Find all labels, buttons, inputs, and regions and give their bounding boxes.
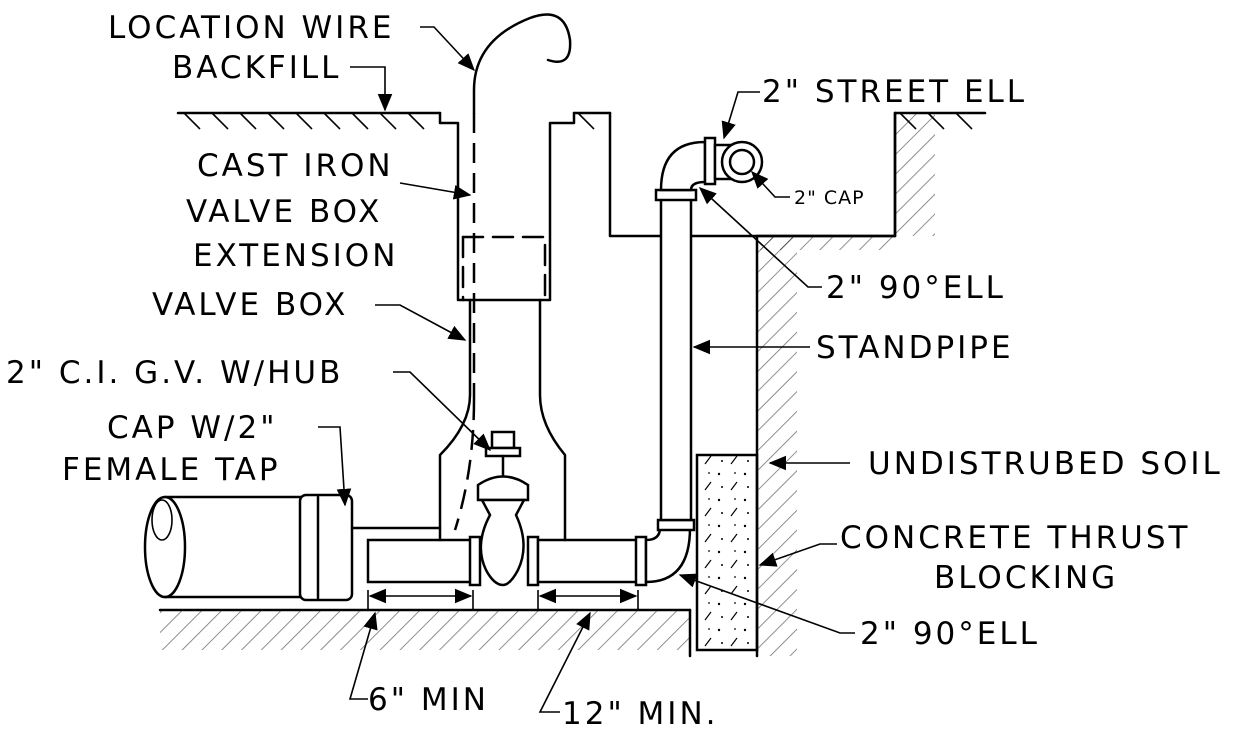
two-inch-supply-pipe bbox=[350, 526, 482, 587]
label-cap-2: FEMALE TAP bbox=[62, 452, 281, 488]
lower-ninety-ell bbox=[644, 526, 692, 584]
location-wire bbox=[453, 13, 572, 531]
label-location-wire: LOCATION WIRE bbox=[108, 10, 394, 46]
valve-box bbox=[438, 235, 567, 542]
street-ell-and-cap bbox=[713, 140, 764, 184]
main-pipe bbox=[143, 493, 354, 602]
label-thrust-1: CONCRETE THRUST bbox=[840, 520, 1190, 556]
label-backfill: BACKFILL bbox=[172, 50, 341, 86]
label-cast-iron-3: EXTENSION bbox=[193, 238, 398, 274]
label-twelve-inch-min: 12" MIN. bbox=[562, 696, 719, 732]
labels: LOCATION WIRE BACKFILL CAST IRON VALVE B… bbox=[6, 10, 1223, 732]
label-cast-iron-1: CAST IRON bbox=[197, 148, 394, 184]
upper-ninety-ell bbox=[659, 136, 717, 192]
ground-surface bbox=[176, 111, 987, 130]
label-cap-1: CAP W/2" bbox=[107, 410, 277, 446]
concrete-thrust-block bbox=[695, 453, 759, 652]
cast-iron-valve-box-extension bbox=[438, 111, 576, 302]
label-undisturbed-soil: UNDISTRUBED SOIL bbox=[868, 446, 1223, 482]
gate-valve bbox=[476, 430, 540, 587]
label-six-inch-min: 6" MIN bbox=[368, 682, 489, 718]
standpipe bbox=[654, 188, 698, 532]
label-street-ell: 2" STREET ELL bbox=[762, 74, 1027, 110]
label-two-inch-cap: 2" CAP bbox=[794, 187, 865, 209]
label-cast-iron-2: VALVE BOX bbox=[186, 194, 382, 230]
dimension-lines bbox=[367, 588, 639, 610]
label-standpipe: STANDPIPE bbox=[816, 330, 1014, 366]
label-gate-valve: 2" C.I. G.V. W/HUB bbox=[6, 355, 343, 391]
leader-lines bbox=[318, 26, 855, 713]
label-valve-box: VALVE BOX bbox=[152, 287, 348, 323]
label-ninety-ell-upper: 2" 90°ELL bbox=[826, 270, 1006, 306]
standpipe-enclosure-box bbox=[608, 111, 935, 238]
label-thrust-2: BLOCKING bbox=[934, 560, 1118, 596]
valve-to-ell-pipe bbox=[536, 535, 648, 587]
label-ninety-ell-lower: 2" 90°ELL bbox=[860, 616, 1040, 652]
trench-bottom bbox=[158, 608, 692, 658]
